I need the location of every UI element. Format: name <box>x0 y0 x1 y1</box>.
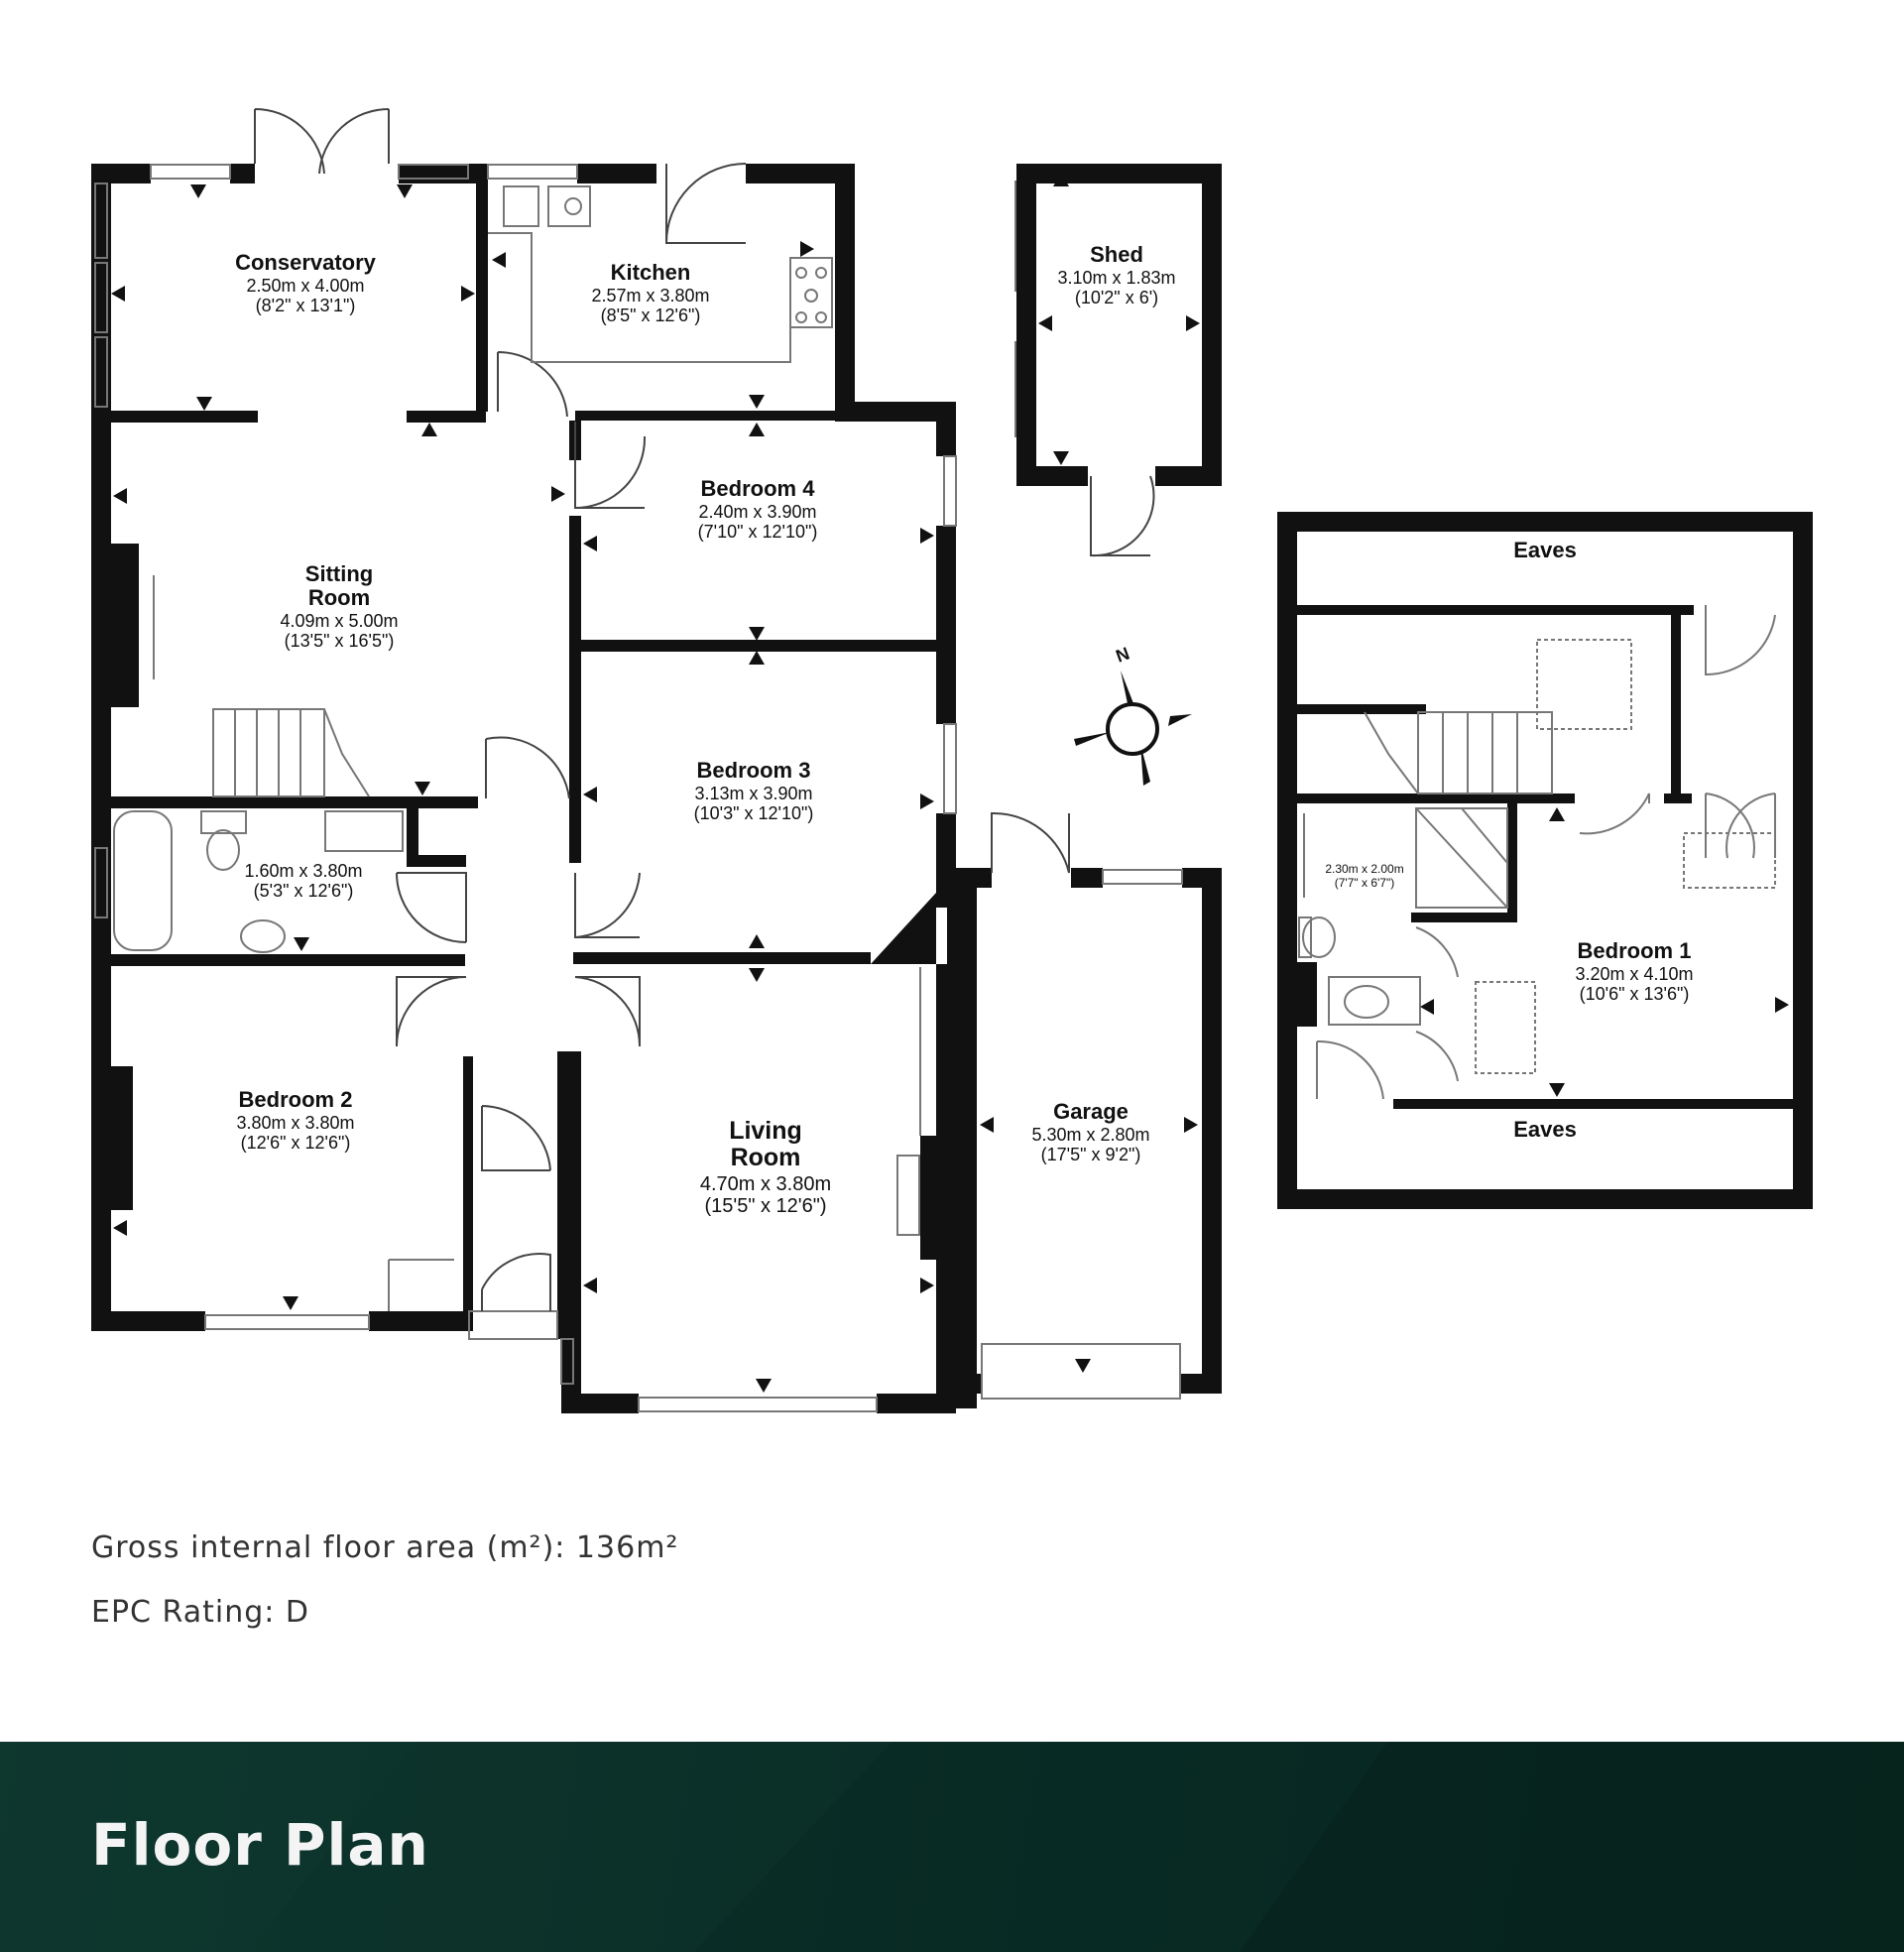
first-floor-walls <box>1277 512 1813 1209</box>
living-room-name-2: Room <box>731 1144 801 1171</box>
floor-area-text: Gross internal floor area (m²): 136m² <box>91 1530 679 1565</box>
bedroom4-metric: 2.40m x 3.90m <box>698 502 816 522</box>
conservatory-metric: 2.50m x 4.00m <box>246 276 364 296</box>
compass-north-label: N <box>1114 644 1132 667</box>
living-room-imperial: (15'5" x 12'6") <box>704 1195 826 1217</box>
floor-plan-diagram: N <box>91 107 1813 1413</box>
bedroom2-imperial: (12'6" x 12'6") <box>241 1133 351 1153</box>
conservatory-name: Conservatory <box>235 250 377 275</box>
sitting-room-name-1: Sitting <box>305 561 373 586</box>
dimension-arrows <box>111 173 1789 1393</box>
sitting-room-name-2: Room <box>308 585 370 610</box>
ensuite-imperial: (7'7" x 6'7") <box>1335 876 1394 890</box>
doors <box>254 107 1155 1311</box>
sitting-room-metric: 4.09m x 5.00m <box>280 611 398 631</box>
first-floor-fittings <box>1298 605 1776 1100</box>
kitchen-metric: 2.57m x 3.80m <box>591 286 709 305</box>
living-room-name-1: Living <box>729 1117 802 1145</box>
sitting-room-imperial: (13'5" x 16'5") <box>285 631 395 651</box>
eaves-bottom-label: Eaves <box>1513 1117 1577 1142</box>
bathroom-imperial: (5'3" x 12'6") <box>254 881 354 901</box>
bedroom3-metric: 3.13m x 3.90m <box>694 784 812 803</box>
bedroom3-name: Bedroom 3 <box>697 758 811 783</box>
bedroom4-name: Bedroom 4 <box>701 476 816 501</box>
bedroom1-imperial: (10'6" x 13'6") <box>1580 984 1690 1004</box>
eaves-top-label: Eaves <box>1513 538 1577 562</box>
ground-floor-walls <box>91 164 1222 1413</box>
kitchen-name: Kitchen <box>611 260 691 285</box>
shed-imperial: (10'2" x 6') <box>1075 288 1158 307</box>
conservatory-imperial: (8'2" x 13'1") <box>256 296 356 315</box>
kitchen-fittings <box>113 185 921 1311</box>
garage-name: Garage <box>1053 1099 1129 1124</box>
bedroom1-metric: 3.20m x 4.10m <box>1575 964 1693 984</box>
epc-rating-text: EPC Rating: D <box>91 1595 309 1630</box>
bathroom-metric: 1.60m x 3.80m <box>244 861 362 881</box>
bedroom3-imperial: (10'3" x 12'10") <box>694 803 814 823</box>
footer-title: Floor Plan <box>91 1811 429 1879</box>
ensuite-metric: 2.30m x 2.00m <box>1325 862 1403 876</box>
living-room-metric: 4.70m x 3.80m <box>700 1173 831 1195</box>
garage-imperial: (17'5" x 9'2") <box>1041 1145 1141 1164</box>
bedroom1-name: Bedroom 1 <box>1578 938 1692 963</box>
footer-banner: Floor Plan <box>0 1742 1904 1952</box>
footer-pattern <box>0 1742 1904 1952</box>
bedroom2-metric: 3.80m x 3.80m <box>236 1113 354 1133</box>
compass-icon: N <box>1074 644 1192 786</box>
shed-metric: 3.10m x 1.83m <box>1057 268 1175 288</box>
room-labels: Conservatory 2.50m x 4.00m (8'2" x 13'1"… <box>235 242 1693 1217</box>
bedroom4-imperial: (7'10" x 12'10") <box>698 522 818 542</box>
shed-name: Shed <box>1090 242 1143 267</box>
kitchen-imperial: (8'5" x 12'6") <box>601 305 701 325</box>
garage-metric: 5.30m x 2.80m <box>1031 1125 1149 1145</box>
shed-walls <box>1016 164 1222 486</box>
bedroom2-name: Bedroom 2 <box>239 1087 353 1112</box>
